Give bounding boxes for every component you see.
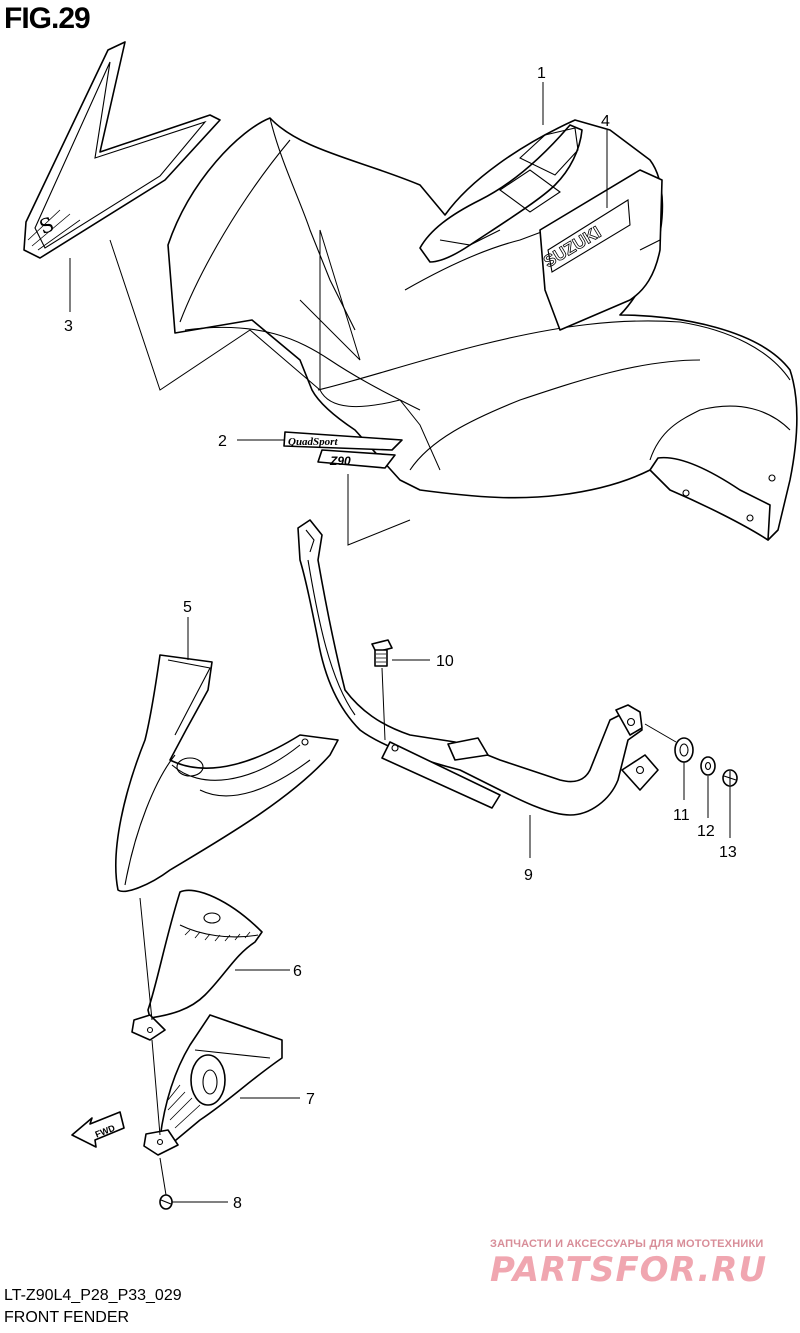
part-13-screw[interactable]	[722, 769, 738, 787]
callout-2[interactable]: 2	[218, 433, 227, 450]
callout-12[interactable]: 12	[697, 823, 715, 840]
assembly-line-upper	[139, 897, 153, 1021]
callout-6[interactable]: 6	[293, 963, 302, 980]
model-decal-b-text: Z90	[329, 454, 351, 468]
model-decal-a-text: QuadSport	[288, 436, 338, 448]
assembly-line-screw	[159, 1157, 167, 1196]
phantom-line-mid	[319, 389, 441, 471]
part-6-center-panel[interactable]	[131, 889, 290, 1041]
callout-9[interactable]: 9	[524, 867, 533, 884]
part-12-washer[interactable]	[700, 756, 716, 776]
callout-10[interactable]: 10	[436, 653, 454, 670]
assembly-line-lower	[151, 1039, 161, 1136]
forward-direction-arrow: FWD	[71, 1111, 125, 1148]
part-1-front-fender[interactable]: SUZUKI	[167, 117, 798, 541]
callout-7[interactable]: 7	[306, 1091, 315, 1108]
part-5-front-cover[interactable]	[115, 617, 339, 892]
watermark-subtitle: ЗАПЧАСТИ И АКСЕССУАРЫ ДЛЯ МОТОТЕХНИКИ	[490, 1238, 764, 1250]
part-10-bolt[interactable]	[371, 639, 393, 741]
callout-4[interactable]: 4	[601, 113, 610, 130]
decal-2-leader	[347, 474, 411, 546]
part-9-guard-bar[interactable]	[297, 519, 659, 858]
figure-code: LT-Z90L4_P28_P33_029	[4, 1287, 182, 1304]
part-7-skid[interactable]	[143, 1014, 300, 1156]
part-3-decal[interactable]: S	[23, 41, 221, 259]
callout-8[interactable]: 8	[233, 1195, 242, 1212]
callout-13[interactable]: 13	[719, 844, 737, 861]
figure-title: FIG.29	[4, 2, 91, 35]
callout-5[interactable]: 5	[183, 599, 192, 616]
callout-11[interactable]: 11	[673, 807, 690, 824]
watermark-brand: PARTSFOR.RU	[490, 1250, 768, 1290]
callout-3[interactable]: 3	[64, 318, 73, 335]
part-8-screw[interactable]	[159, 1194, 228, 1210]
figure-name: FRONT FENDER	[4, 1309, 130, 1326]
part-11-grommet[interactable]	[644, 723, 694, 763]
part-2-decal[interactable]: QuadSport Z90	[283, 431, 411, 546]
callout-1[interactable]: 1	[537, 65, 546, 82]
